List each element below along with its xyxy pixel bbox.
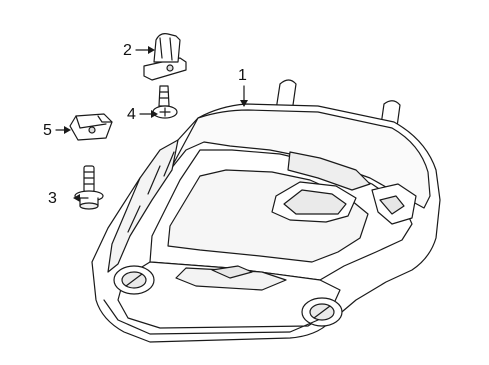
plate-part: [70, 114, 112, 140]
screw-part: [153, 86, 177, 118]
upper-bin: [288, 152, 370, 190]
callout-3: 3: [48, 190, 57, 207]
bolt-part: [75, 166, 103, 209]
map-lamp-left: [114, 266, 154, 294]
leader-lines: [56, 46, 248, 202]
callout-5: 5: [43, 122, 52, 139]
callout-1: 1: [238, 67, 247, 84]
callout-4: 4: [127, 106, 136, 123]
front-face: [118, 262, 340, 328]
left-wall: [108, 140, 178, 272]
rear-post-left: [276, 80, 296, 112]
console-housing: [92, 80, 440, 342]
callout-2: 2: [123, 42, 132, 59]
map-lamp-right: [302, 298, 342, 326]
clip-part: [144, 34, 186, 80]
